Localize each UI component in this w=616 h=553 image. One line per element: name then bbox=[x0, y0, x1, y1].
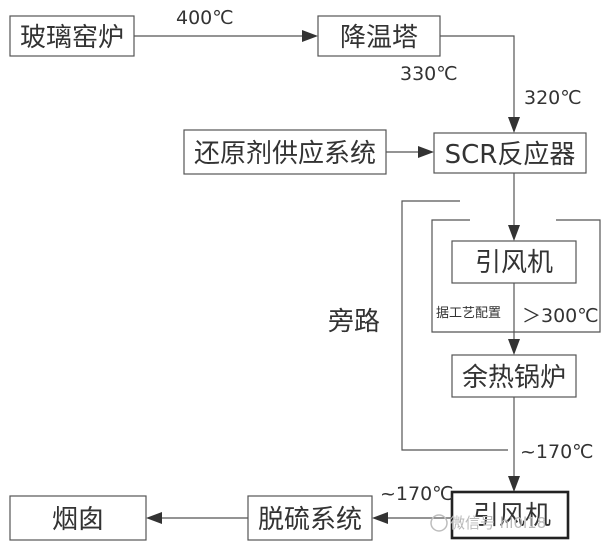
node-chimney: 烟囱 bbox=[9, 495, 147, 541]
node-reductant-supply-label: 还原剂供应系统 bbox=[194, 139, 376, 169]
watermark-text: 微信号 hl0l18 bbox=[450, 514, 546, 532]
node-scr-reactor-label: SCR反应器 bbox=[445, 140, 576, 170]
wechat-icon bbox=[430, 514, 448, 532]
bypass-line bbox=[401, 200, 508, 451]
arrowhead-down-icon bbox=[508, 476, 520, 492]
arrowhead-right-icon bbox=[418, 146, 434, 158]
node-fan-2-label: 引风机 bbox=[473, 501, 551, 531]
arrowhead-down-icon bbox=[508, 117, 520, 133]
arrowhead-left-icon bbox=[146, 512, 162, 524]
node-desulfurization-label: 脱硫系统 bbox=[258, 505, 362, 535]
node-glass-kiln: 玻璃窑炉 bbox=[9, 15, 135, 57]
arrowhead-down-icon bbox=[508, 225, 520, 241]
config-note: 据工艺配置 bbox=[436, 306, 501, 321]
temp-boiler-out: ~170℃ bbox=[520, 441, 594, 463]
flow-tower-to-scr bbox=[440, 35, 515, 122]
node-scr-reactor: SCR反应器 bbox=[433, 132, 587, 174]
temp-fan-out: ＞300℃ bbox=[522, 305, 599, 327]
node-fan-1: 引风机 bbox=[451, 240, 577, 284]
node-cooling-tower: 降温塔 bbox=[317, 15, 441, 57]
node-waste-heat-boiler: 余热锅炉 bbox=[451, 354, 577, 398]
temp-scr-in: 320℃ bbox=[524, 87, 582, 109]
config-enclosure bbox=[431, 219, 601, 333]
temp-desulf-in: ~170℃ bbox=[380, 483, 454, 505]
arrowhead-left-icon bbox=[372, 512, 388, 524]
node-reductant-supply: 还原剂供应系统 bbox=[183, 129, 387, 175]
bypass-label: 旁路 bbox=[328, 307, 380, 337]
node-fan-2: 引风机 bbox=[450, 490, 570, 540]
watermark: 微信号 hl0l18 bbox=[430, 514, 546, 532]
arrowhead-down-icon bbox=[508, 339, 520, 355]
temp-kiln-out: 400℃ bbox=[176, 7, 234, 29]
node-glass-kiln-label: 玻璃窑炉 bbox=[20, 23, 124, 53]
node-fan-1-label: 引风机 bbox=[475, 248, 553, 278]
node-desulfurization: 脱硫系统 bbox=[247, 495, 373, 541]
node-chimney-label: 烟囱 bbox=[52, 505, 104, 535]
temp-tower-out: 330℃ bbox=[400, 63, 458, 85]
arrowhead-right-icon bbox=[302, 30, 318, 42]
node-waste-heat-boiler-label: 余热锅炉 bbox=[462, 363, 566, 393]
node-cooling-tower-label: 降温塔 bbox=[340, 23, 418, 53]
